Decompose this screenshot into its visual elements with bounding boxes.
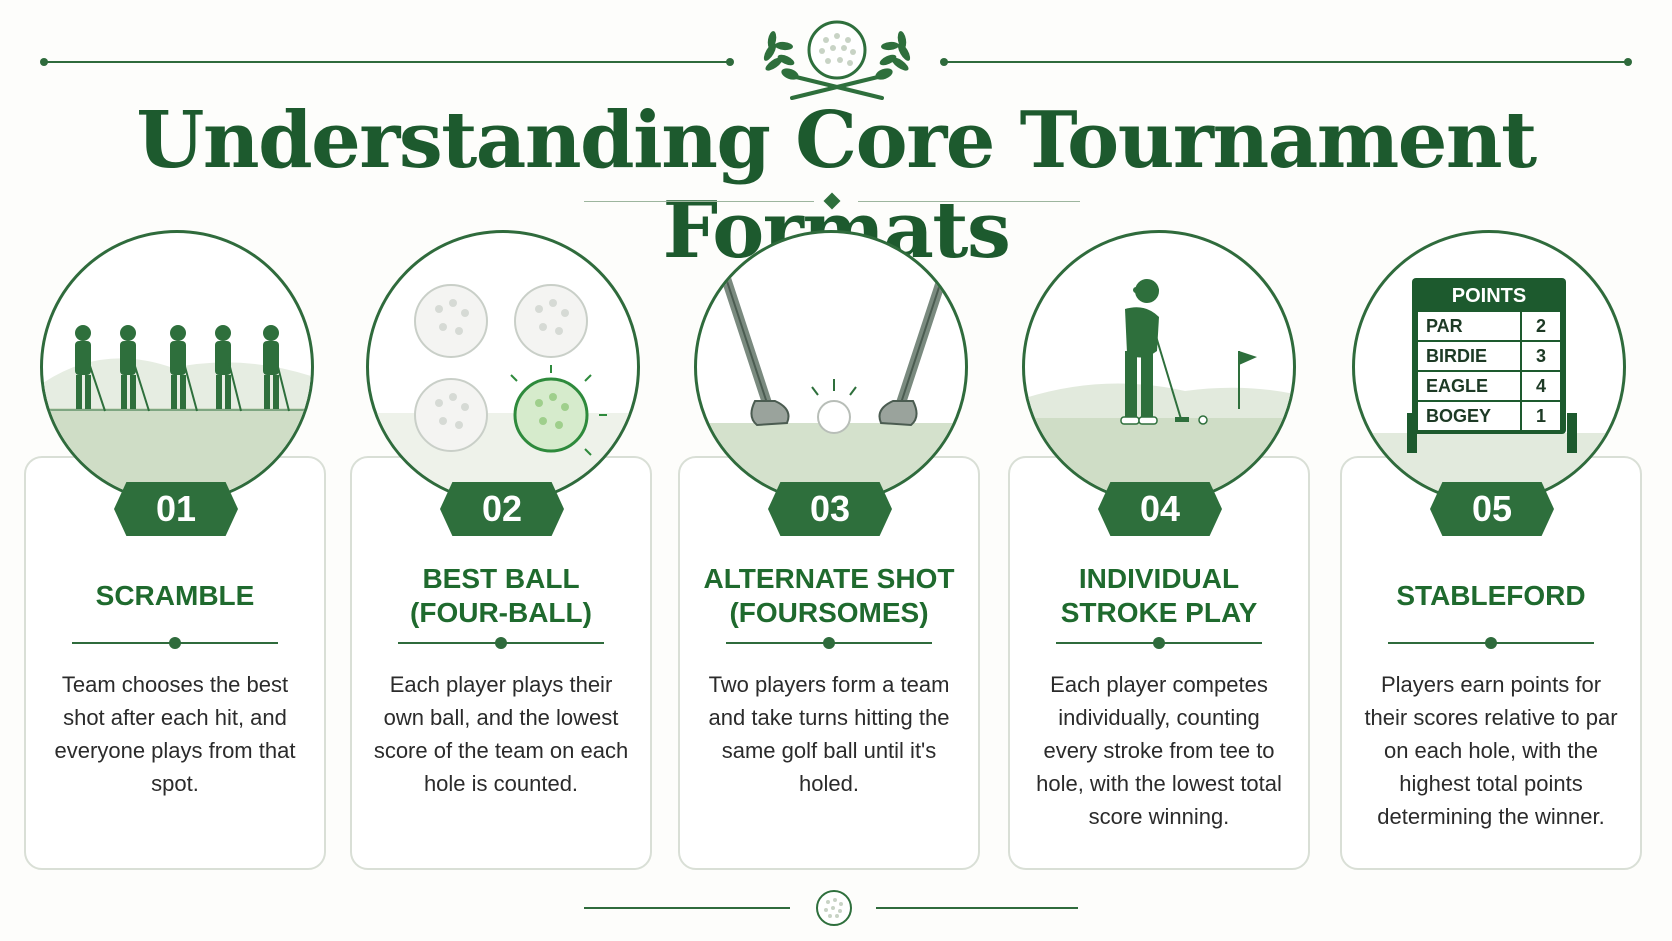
format-title-best-ball: BEST BALL (FOUR-BALL) <box>410 563 592 628</box>
scoreboard-row-label: BOGEY <box>1418 402 1520 430</box>
scoreboard-row: PAR 2 <box>1418 312 1560 340</box>
format-number-badge-04: 04 <box>1098 482 1222 536</box>
format-number-badge-05: 05 <box>1430 482 1554 536</box>
format-title-stableford: STABLEFORD <box>1396 580 1586 611</box>
four-golf-balls-icon <box>366 230 640 504</box>
format-title-alternate-shot: ALTERNATE SHOT (FOURSOMES) <box>703 563 955 628</box>
card-separator-dot <box>169 637 181 649</box>
scoreboard-row: BIRDIE 3 <box>1418 342 1560 370</box>
scoreboard-row-label: EAGLE <box>1418 372 1520 400</box>
card-separator-dot <box>495 637 507 649</box>
format-description-scramble: Team chooses the best shot after each hi… <box>54 672 296 796</box>
card-separator-dot <box>1153 637 1165 649</box>
header-rule-right-start-dot <box>940 58 948 66</box>
golf-ball-laurel-emblem-icon <box>752 14 922 102</box>
format-title-scramble: SCRAMBLE <box>95 580 255 611</box>
format-description-stableford: Players earn points for their scores rel… <box>1364 672 1618 829</box>
card-separator-dot <box>1485 637 1497 649</box>
scoreboard-row-label: PAR <box>1418 312 1520 340</box>
scoreboard-row-label: BIRDIE <box>1418 342 1520 370</box>
footer-rule-right <box>876 907 1078 909</box>
format-number-badge-01: 01 <box>114 482 238 536</box>
golfers-group-icon <box>40 230 314 504</box>
two-clubs-ball-icon <box>694 230 968 504</box>
scoreboard-row-points: 2 <box>1522 312 1560 340</box>
scoreboard-heading: POINTS <box>1451 285 1527 307</box>
points-scoreboard-icon <box>1352 230 1626 504</box>
scoreboard-row-points: 1 <box>1522 402 1560 430</box>
header-rule-right <box>944 61 1628 63</box>
scoreboard-row: EAGLE 4 <box>1418 372 1560 400</box>
format-description-stroke-play: Each player competes individually, count… <box>1036 672 1282 829</box>
scoreboard-table: PAR 2 BIRDIE 3 EAGLE 4 BOGEY 1 <box>1418 312 1560 430</box>
footer-rule-left <box>584 907 790 909</box>
scoreboard-row-points: 3 <box>1522 342 1560 370</box>
golfer-putting-icon <box>1022 230 1296 504</box>
golf-ball-icon <box>814 888 854 928</box>
title-underline-right <box>858 201 1080 202</box>
header-rule-left-start-dot <box>40 58 48 66</box>
header-rule-left <box>44 61 730 63</box>
format-description-best-ball: Each player plays their own ball, and th… <box>373 672 629 796</box>
points-scoreboard: POINTS PAR 2 BIRDIE 3 EAGLE 4 BOGEY 1 <box>1412 278 1566 434</box>
scoreboard-row: BOGEY 1 <box>1418 402 1560 430</box>
format-title-stroke-play: INDIVIDUAL STROKE PLAY <box>1060 563 1258 628</box>
page-title: Understanding Core Tournament Formats <box>136 95 1537 276</box>
header-rule-left-end-dot <box>726 58 734 66</box>
card-separator-dot <box>823 637 835 649</box>
format-description-alternate-shot: Two players form a team and take turns h… <box>708 672 950 796</box>
header-rule-right-end-dot <box>1624 58 1632 66</box>
format-number-badge-02: 02 <box>440 482 564 536</box>
format-number-badge-03: 03 <box>768 482 892 536</box>
title-underline-left <box>584 201 814 202</box>
scoreboard-row-points: 4 <box>1522 372 1560 400</box>
